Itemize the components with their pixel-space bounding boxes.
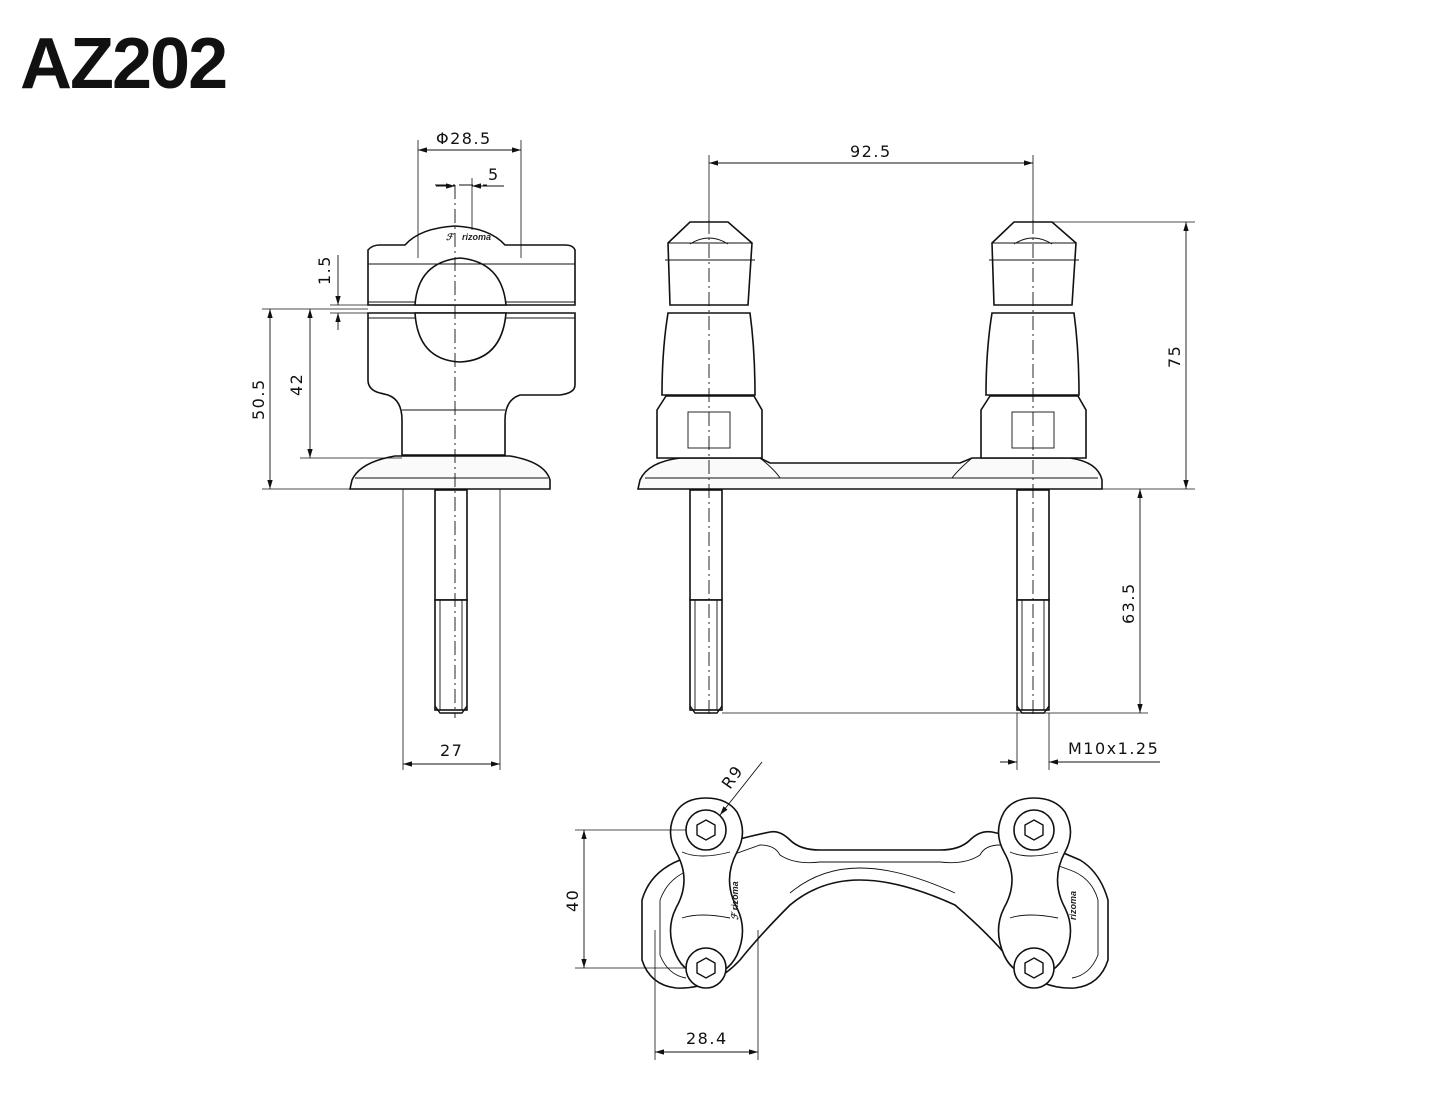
side-view-dimensions: Φ28.5 5 1.5 42 50.5 27	[249, 129, 522, 770]
dim-center-distance: 92.5	[850, 142, 892, 161]
dim-radius: R9	[718, 761, 748, 792]
dim-clamp-diameter: Φ28.5	[436, 129, 492, 148]
logo-side-view: rizoma	[462, 232, 491, 242]
dim-stud-length: 63.5	[1119, 582, 1138, 624]
dim-bolt-spacing: 40	[563, 889, 582, 912]
svg-text:ℱ: ℱ	[446, 232, 455, 242]
svg-text:ℱ rizoma: ℱ rizoma	[730, 881, 740, 920]
logo-top-view: rizoma	[1068, 891, 1078, 920]
top-view: ℱ rizoma rizoma	[641, 797, 1109, 989]
dim-total-height: 75	[1165, 345, 1184, 368]
dim-height-to-base: 50.5	[249, 378, 268, 420]
drawing-title: AZ202	[20, 24, 226, 104]
dim-clamp-width: 28.4	[686, 1029, 728, 1048]
side-view: rizoma ℱ	[349, 184, 576, 718]
front-view	[637, 220, 1103, 718]
dim-gap: 1.5	[315, 255, 334, 285]
dim-stud-width: 27	[440, 741, 463, 760]
dim-height-to-flange: 42	[287, 373, 306, 396]
front-view-dimensions: 92.5 75 63.5 M10x1.25	[708, 142, 1195, 770]
dim-thread: M10x1.25	[1068, 739, 1159, 758]
dim-offset: 5	[488, 165, 500, 184]
